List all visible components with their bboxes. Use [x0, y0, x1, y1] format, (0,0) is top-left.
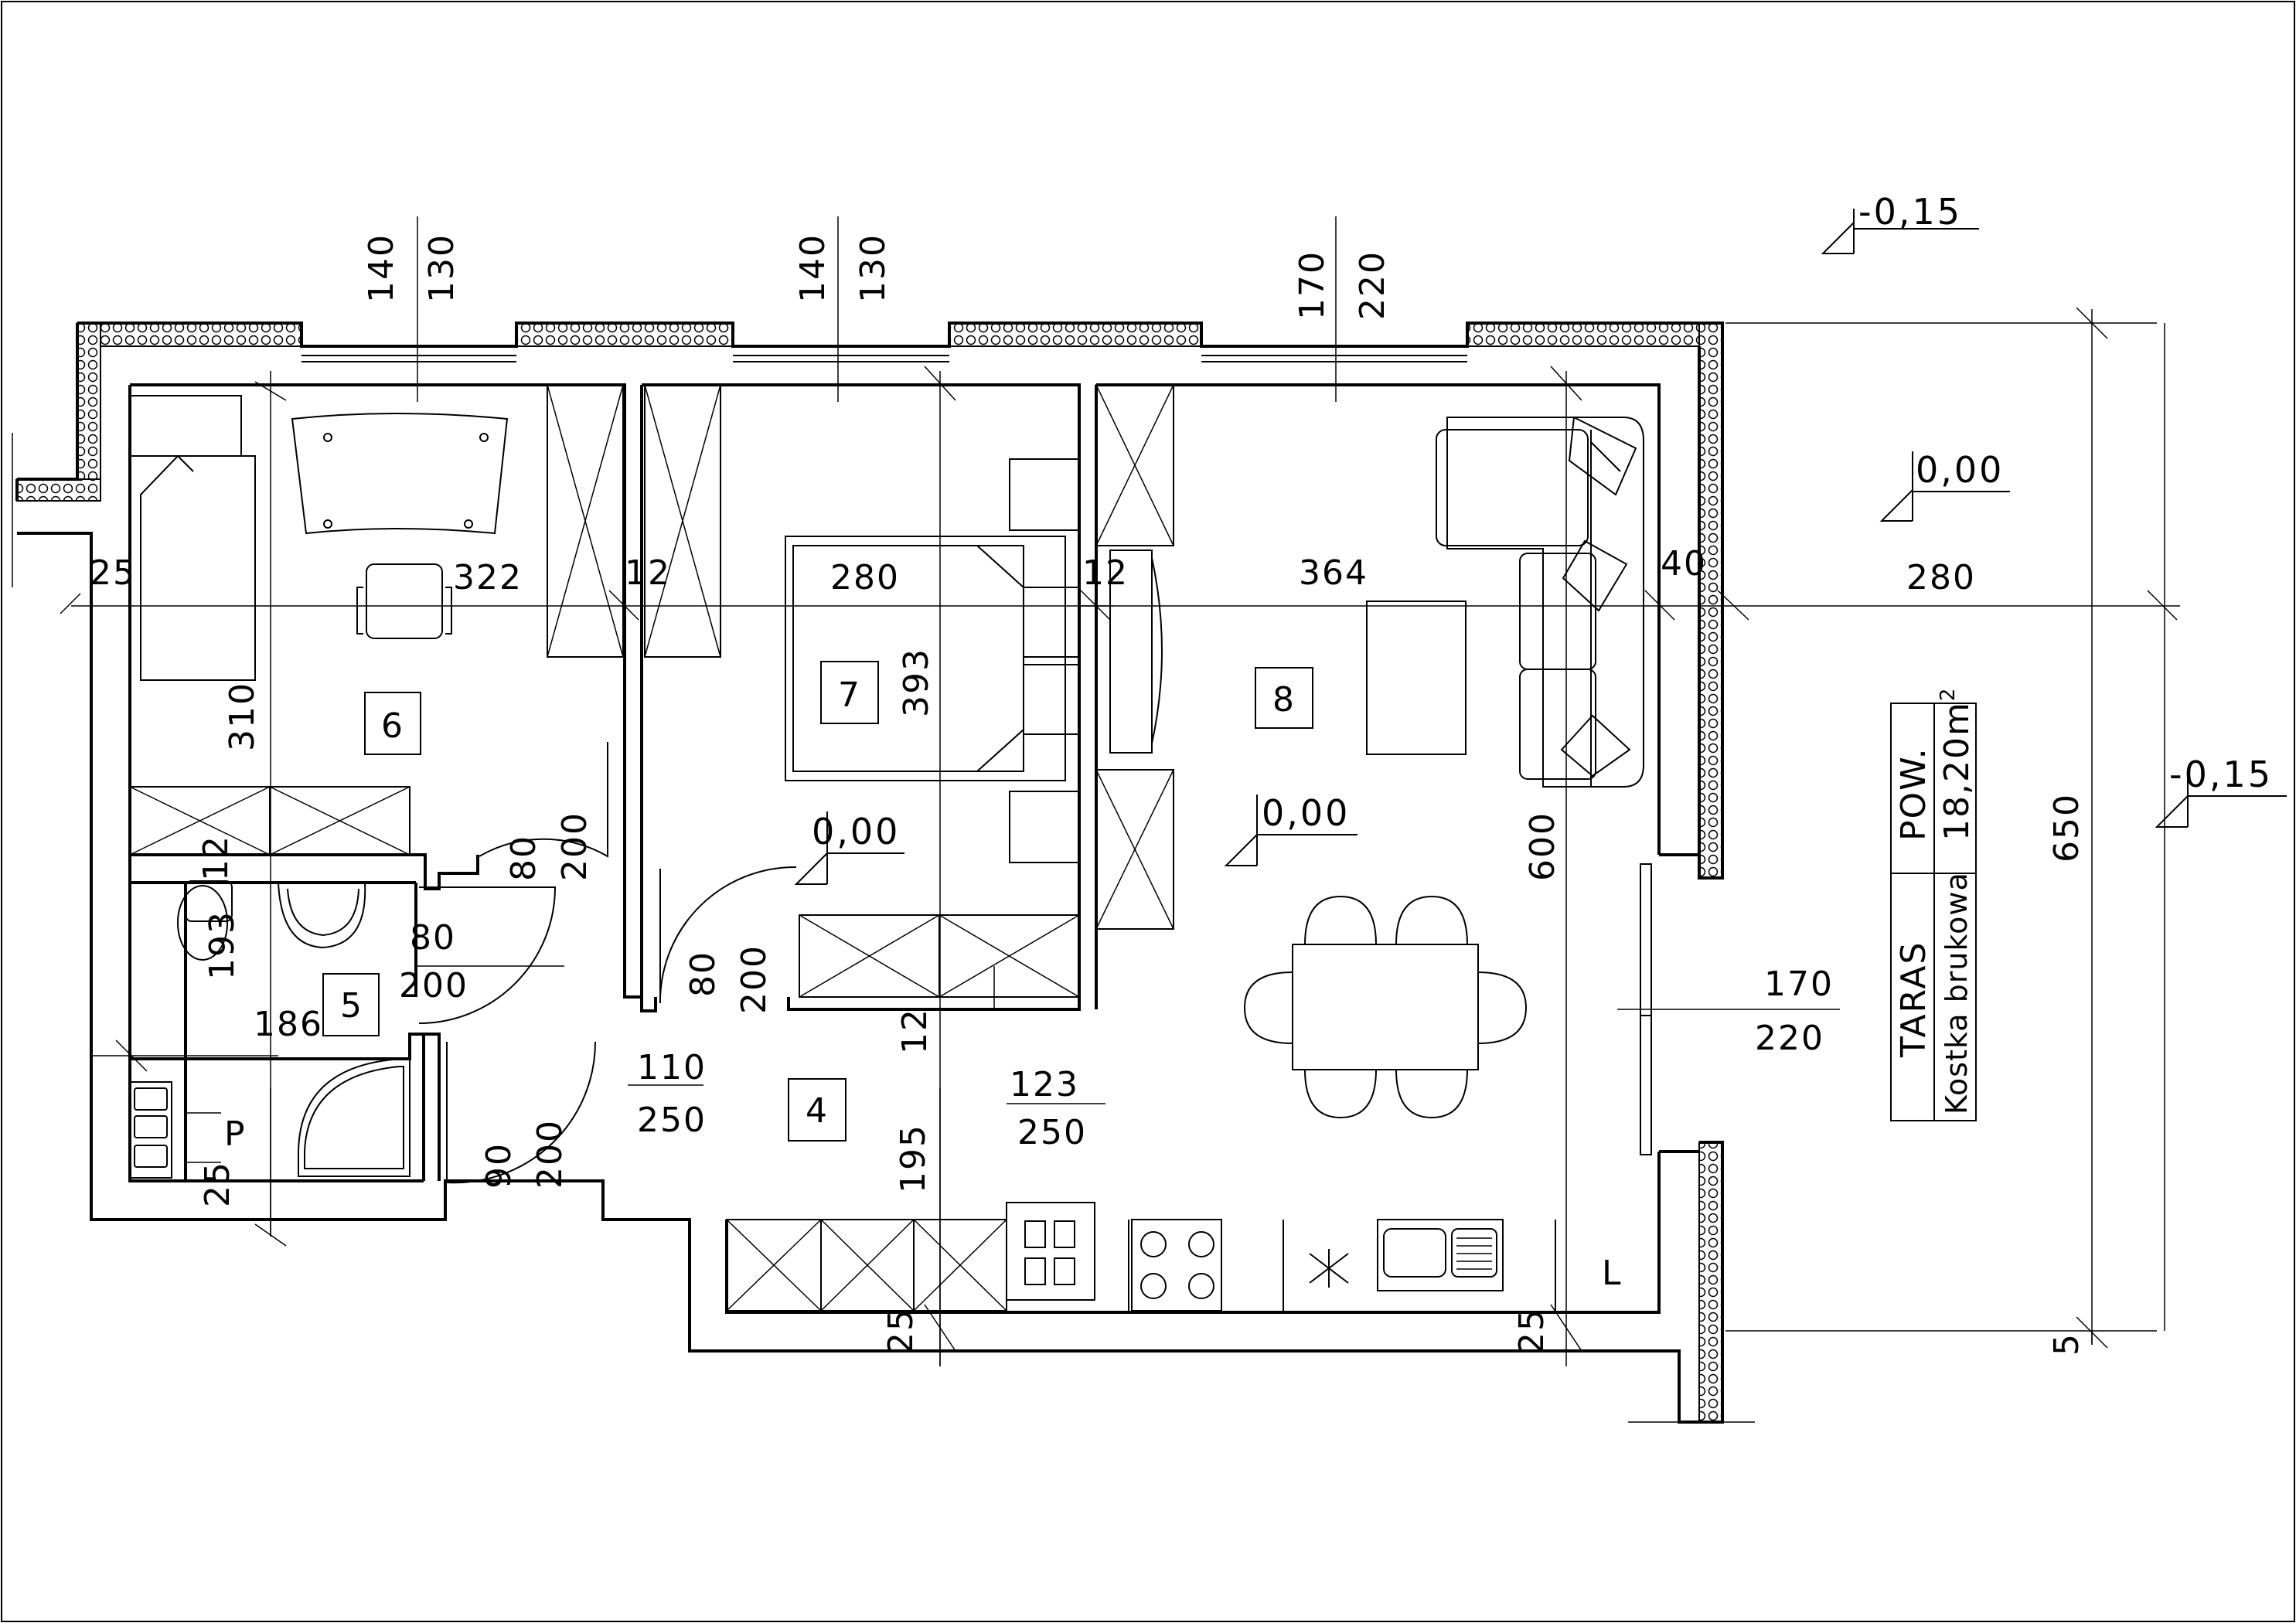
dim-room7-depth: 393 — [897, 648, 936, 717]
dimension-lines — [12, 216, 2180, 1423]
dim-wall-bottom-b: 25 — [1512, 1308, 1552, 1354]
dim-bath-width: 186 — [254, 1005, 323, 1044]
terrace-area-unit: 2 — [1937, 687, 1960, 702]
insulation-top-2 — [516, 322, 734, 347]
dim-door6-h: 200 — [555, 812, 594, 881]
dim-terrace-depth: 650 — [2047, 793, 2086, 863]
level-terrace: 0,00 — [1916, 449, 2004, 491]
dim-terrace-width: 280 — [1906, 558, 1976, 597]
level-room8: 0,00 — [1262, 792, 1350, 834]
dim-win1-w: 140 — [362, 233, 401, 303]
dim-wall-bottom-left: 25 — [198, 1161, 237, 1207]
dim-hall-depth: 195 — [894, 1124, 933, 1193]
dim-terrace-edge: 5 — [2047, 1332, 2086, 1356]
dim-door-bath2-h: 200 — [530, 1119, 570, 1189]
room-number-8: 8 — [1272, 680, 1294, 720]
dim-door5-w: 80 — [410, 918, 456, 958]
terrace-area-value: 18,20m2 — [1937, 687, 1977, 841]
insulation-left-step — [16, 478, 101, 502]
level-outside-top: -0,15 — [1858, 191, 1962, 233]
room-number-boxes — [322, 661, 1313, 1142]
insulation-top-1 — [77, 322, 302, 347]
dim-win2-h: 130 — [853, 233, 893, 303]
dim-door7-h: 200 — [734, 944, 774, 1014]
dim-win1-h: 130 — [422, 233, 462, 303]
terrace-name: TARAS — [1894, 941, 1933, 1058]
dim-room6-depth: 310 — [223, 682, 262, 751]
terrace-area-label: POW. — [1894, 747, 1933, 841]
boiler-label: P — [224, 1114, 247, 1154]
dim-partition-d: 12 — [895, 1008, 935, 1054]
insulation-top-3 — [949, 322, 1202, 347]
dim-room8-depth: 600 — [1523, 812, 1562, 881]
room-number-4: 4 — [806, 1091, 827, 1131]
room-number-5: 5 — [340, 986, 362, 1026]
dim-opening-w: 123 — [1010, 1065, 1079, 1104]
dim-room6-width: 322 — [453, 558, 523, 597]
dim-wall-right: 40 — [1661, 544, 1707, 584]
dim-door5-h: 200 — [399, 966, 468, 1005]
dim-win2-w: 140 — [793, 233, 833, 303]
dim-bath-depth: 193 — [203, 910, 242, 980]
level-room7: 0,00 — [812, 811, 900, 852]
dim-door6-w: 80 — [504, 835, 543, 881]
level-outside-right: -0,15 — [2169, 754, 2273, 795]
room-number-6: 6 — [381, 706, 403, 746]
dim-wall-left: 25 — [90, 553, 136, 593]
furniture — [129, 384, 1652, 1312]
dim-room8-width: 364 — [1299, 553, 1368, 593]
dim-partition-b: 12 — [1082, 553, 1129, 593]
door-swings — [418, 742, 797, 1184]
dim-terrace-door-w: 170 — [1764, 965, 1834, 1004]
elevation-markers — [794, 209, 2287, 885]
dim-partition-c: 12 — [196, 835, 236, 881]
insulation-top-4 — [1467, 322, 1723, 347]
dim-partition-a: 12 — [625, 553, 671, 593]
dim-hall-w: 110 — [637, 1048, 707, 1087]
terrace-material: Kostka brukowa — [1940, 872, 1974, 1114]
insulation-left — [77, 322, 101, 486]
fridge-label: L — [1602, 1254, 1623, 1293]
room-number-7: 7 — [838, 675, 860, 715]
dim-win3-w: 170 — [1293, 250, 1332, 320]
dim-opening-h: 250 — [1017, 1113, 1087, 1152]
dim-door-bath2-w: 90 — [479, 1142, 519, 1189]
dim-room7-width: 280 — [830, 558, 900, 597]
dim-win3-h: 220 — [1353, 250, 1392, 320]
insulation-right-top — [1698, 322, 1723, 879]
insulation-right-bottom — [1698, 1142, 1723, 1423]
dim-terrace-door-h: 220 — [1755, 1019, 1824, 1058]
outer-walls — [15, 322, 1724, 1424]
dim-door7-w: 80 — [683, 951, 723, 997]
dim-wall-bottom-a: 25 — [881, 1308, 921, 1354]
dim-hall-h: 250 — [637, 1101, 707, 1140]
terrace-info-box — [1890, 703, 1977, 1121]
